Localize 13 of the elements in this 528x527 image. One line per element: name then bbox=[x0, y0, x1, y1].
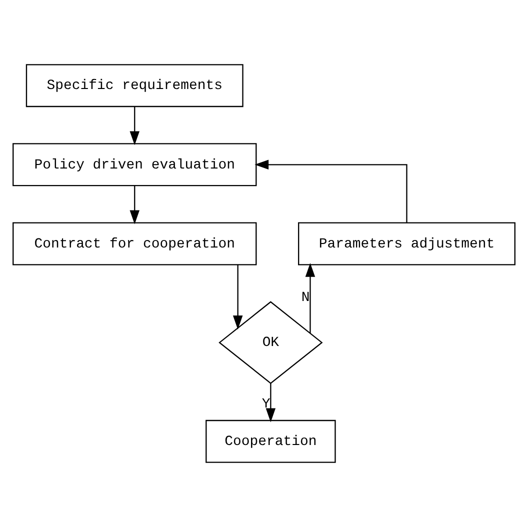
arrow bbox=[232, 264, 243, 330]
arrow bbox=[305, 262, 316, 334]
arrow bbox=[254, 160, 408, 223]
arrow bbox=[130, 186, 140, 224]
node-box: Parameters adjustment bbox=[298, 222, 516, 266]
edge-label: Y bbox=[262, 396, 270, 412]
arrow bbox=[266, 383, 276, 422]
node-diamond: OK bbox=[218, 301, 323, 384]
node-box: Cooperation bbox=[206, 420, 336, 463]
node-box: Specific requirements bbox=[26, 64, 244, 108]
node-box: Policy driven evaluation bbox=[12, 143, 257, 186]
node-box: Contract for cooperation bbox=[12, 222, 257, 266]
arrow bbox=[130, 106, 140, 146]
